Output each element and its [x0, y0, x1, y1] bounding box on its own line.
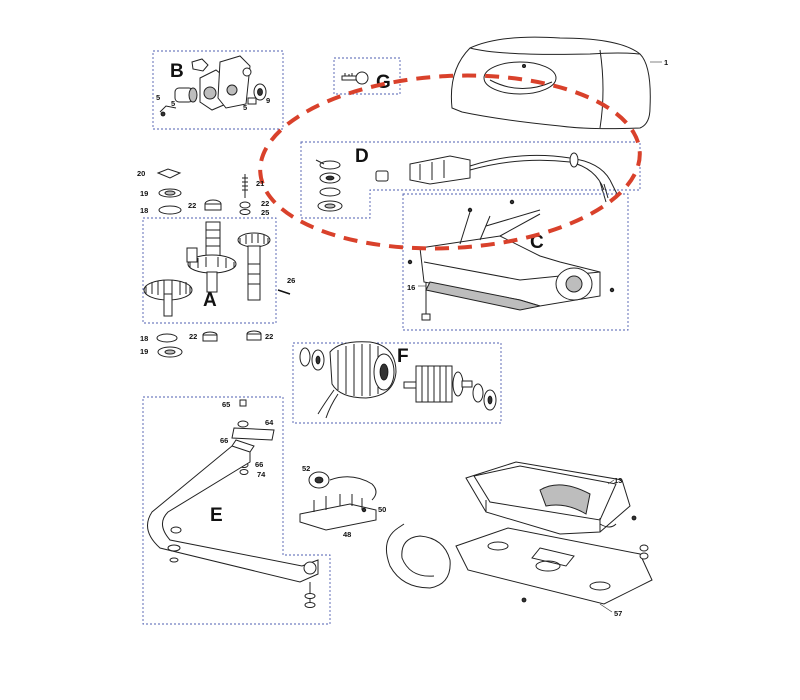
part-label-26: 26 — [287, 276, 295, 285]
part-label-9: 9 — [266, 96, 270, 105]
part-label-64: 64 — [265, 418, 274, 427]
group-label-b: B — [170, 61, 184, 82]
part-label-1: 1 — [664, 58, 668, 67]
base-housing — [465, 461, 637, 535]
group-label-d: D — [355, 146, 369, 167]
part-label-52: 52 — [302, 464, 310, 473]
group-label-e: E — [210, 505, 223, 526]
highlight-ellipse — [258, 73, 642, 251]
base-plate — [455, 527, 653, 613]
part-label-50: 50 — [378, 505, 386, 514]
part-label-22: 22 — [265, 332, 273, 341]
loose-parts-top — [156, 168, 251, 215]
group-c-box — [402, 193, 629, 331]
group-b-box — [152, 50, 284, 130]
part-label-5: 5 — [243, 103, 247, 112]
part-label-22: 22 — [189, 332, 197, 341]
part-label-16: 16 — [407, 283, 415, 292]
part-label-22: 22 — [261, 199, 269, 208]
part-label-57: 57 — [614, 609, 622, 618]
part-label-5: 5 — [156, 93, 160, 102]
part-label-18: 18 — [140, 334, 148, 343]
group-e-box — [142, 396, 331, 625]
part-label-19: 19 — [140, 189, 148, 198]
limit-switch-assembly — [299, 471, 451, 589]
group-g-box — [333, 57, 401, 95]
group-a-box — [142, 217, 291, 324]
part-label-5: 5 — [171, 99, 175, 108]
part-label-66: 66 — [220, 436, 228, 445]
part-label-65: 65 — [222, 400, 230, 409]
part-label-19: 19 — [140, 347, 148, 356]
part-label-13: 13 — [614, 476, 622, 485]
group-f-box — [292, 341, 502, 424]
part-label-66: 66 — [255, 460, 263, 469]
group-label-f: F — [397, 346, 409, 367]
loose-parts-bottom — [156, 330, 262, 358]
group-d-box — [300, 141, 641, 219]
part-label-21: 21 — [256, 179, 264, 188]
part-label-48: 48 — [343, 530, 351, 539]
part-label-74: 74 — [257, 470, 266, 479]
group-label-a: A — [203, 290, 217, 311]
part-label-25: 25 — [261, 208, 269, 217]
part-label-20: 20 — [137, 169, 145, 178]
part-label-18: 18 — [140, 206, 148, 215]
part-label-22: 22 — [188, 201, 196, 210]
motor-cover — [450, 36, 662, 130]
